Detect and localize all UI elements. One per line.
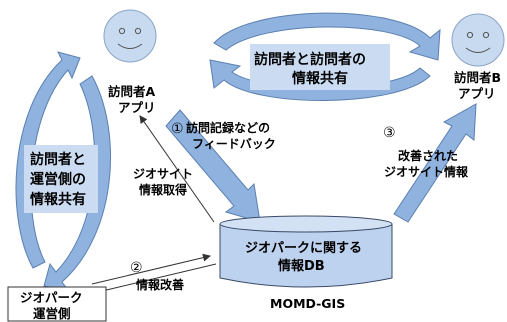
left-cycle-line2: 運営側の bbox=[30, 171, 86, 188]
visitor-a-label: 訪問者A bbox=[108, 84, 156, 99]
step2-line1: 情報改善 bbox=[136, 277, 184, 292]
database-line2: 情報DB bbox=[278, 258, 325, 274]
step2-number: ② bbox=[130, 260, 143, 276]
top-cycle-label-box bbox=[250, 44, 390, 90]
left-cycle-line1: 訪問者と bbox=[30, 151, 86, 168]
step3-line2: ジオサイト情報 bbox=[384, 164, 469, 179]
left-cycle-label-box bbox=[24, 145, 98, 213]
database-caption: MOMD-GIS bbox=[270, 296, 345, 311]
visitor-a-face-icon bbox=[103, 9, 157, 63]
acquire-line1: ジオサイト bbox=[133, 167, 193, 181]
step1-line1: 訪問記録などの bbox=[186, 120, 270, 135]
step3-number: ③ bbox=[383, 125, 396, 141]
improved-info-arrow bbox=[393, 103, 477, 223]
improve-arrow-to-db bbox=[91, 253, 211, 285]
left-cycle-arrow-down bbox=[43, 75, 111, 291]
step1-number: ① bbox=[171, 121, 184, 137]
top-cycle-arrow-upper bbox=[213, 12, 441, 61]
database-line1: ジオパークに関する bbox=[245, 241, 362, 256]
step1-line2: フィードバック bbox=[192, 137, 276, 151]
visitor-a-app-label: アプリ bbox=[118, 100, 156, 115]
improve-arrow-to-operator bbox=[97, 263, 217, 295]
visitor-b-face-icon bbox=[451, 13, 505, 67]
acquire-arrow bbox=[139, 115, 215, 223]
operator-line2: 運営側 bbox=[33, 306, 71, 321]
visitor-b-app-label: アプリ bbox=[458, 86, 496, 101]
operator-box bbox=[7, 286, 107, 322]
left-cycle-line3: 情報共有 bbox=[30, 191, 86, 208]
operator-line1: ジオパーク bbox=[20, 290, 83, 305]
step3-line1: 改善された bbox=[398, 148, 458, 163]
visitor-b-label: 訪問者B bbox=[454, 70, 501, 85]
database-cylinder-icon bbox=[219, 215, 393, 288]
feedback-arrow bbox=[165, 109, 261, 223]
left-cycle-arrows bbox=[15, 51, 111, 291]
top-cycle-title: 訪問者と訪問者の bbox=[254, 51, 366, 68]
acquire-line2: 情報取得 bbox=[139, 182, 187, 197]
top-cycle-subtitle: 情報共有 bbox=[292, 70, 348, 87]
